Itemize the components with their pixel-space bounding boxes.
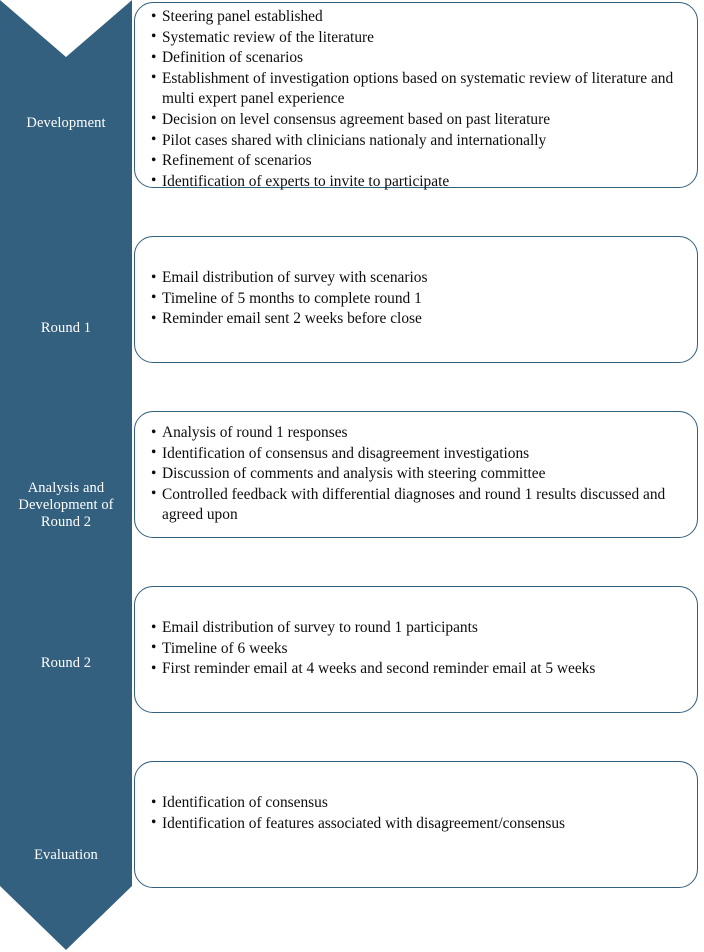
list-item: • Steering panel established xyxy=(151,7,683,28)
bullet-glyph-icon: • xyxy=(151,131,157,149)
list-item: • Email distribution of survey with scena… xyxy=(151,268,683,289)
list-item: • Analysis of round 1 responses xyxy=(151,423,683,444)
list-item: • Systematic review of the literature xyxy=(151,28,683,49)
bullet-glyph-icon: • xyxy=(151,289,157,307)
list-item: • Discussion of comments and analysis wit… xyxy=(151,464,683,485)
list-item-text: Identification of features associated wi… xyxy=(162,814,566,832)
bullet-glyph-icon: • xyxy=(151,28,157,46)
list-item-text: Email distribution of survey with scenar… xyxy=(162,269,428,286)
bullet-glyph-icon: • xyxy=(151,639,157,657)
bullet-glyph-icon: • xyxy=(151,268,157,286)
bullet-glyph-icon: • xyxy=(151,444,157,462)
list-item: • Reminder email sent 2 weeks before clos… xyxy=(151,309,683,330)
list-item: • Identification of experts to invite to … xyxy=(151,172,683,193)
list-item-text: Identification of consensus and disagree… xyxy=(162,444,530,462)
list-item: • Controlled feedback with differential d… xyxy=(151,485,683,526)
bullet-list-development: • Steering panel established • Systematic … xyxy=(151,7,683,192)
chevron-arrow-round-2 xyxy=(0,525,132,772)
list-item-text: First reminder email at 4 weeks and seco… xyxy=(162,660,596,678)
list-item-text: Email distribution of survey to round 1 … xyxy=(162,619,478,636)
bullet-glyph-icon: • xyxy=(151,151,157,169)
list-item-text: Controlled feedback with differential di… xyxy=(162,485,666,524)
list-item: • Timeline of 5 months to complete round … xyxy=(151,289,683,310)
stage-content-box-evaluation: • Identification of consensus • Identifica… xyxy=(134,761,698,888)
list-item: • Email distribution of survey to round 1… xyxy=(151,618,683,639)
stage-content-box-round-2: • Email distribution of survey to round 1… xyxy=(134,586,698,713)
chevron-arrow-analysis-and-development-of-round-2 xyxy=(0,350,132,597)
bullet-list-analysis-and-development-of-round-2: • Analysis of round 1 responses • Identifi… xyxy=(151,423,683,526)
list-item: • Establishment of investigation options … xyxy=(151,69,683,110)
bullet-glyph-icon: • xyxy=(151,618,157,636)
bullet-glyph-icon: • xyxy=(151,110,157,128)
list-item-text: Systematic review of the literature xyxy=(162,28,374,46)
list-item: • First reminder email at 4 weeks and sec… xyxy=(151,659,683,680)
list-item-text: Timeline of 5 months to complete round 1 xyxy=(162,289,422,307)
list-item-text: Discussion of comments and analysis with… xyxy=(162,465,546,483)
list-item-text: Definition of scenarios xyxy=(162,49,304,67)
list-item-text: Timeline of 6 weeks xyxy=(162,639,288,657)
stage-content-box-analysis-and-development-of-round-2: • Analysis of round 1 responses • Identifi… xyxy=(134,411,698,538)
list-item-text: Identification of consensus xyxy=(162,794,328,811)
list-item-text: Refinement of scenarios xyxy=(162,152,312,170)
bullet-list-round-2: • Email distribution of survey to round 1… xyxy=(151,618,683,680)
bullet-glyph-icon: • xyxy=(151,172,157,190)
chevron-arrow-evaluation xyxy=(0,700,132,950)
list-item: • Identification of consensus xyxy=(151,793,683,814)
bullet-glyph-icon: • xyxy=(151,423,157,441)
bullet-glyph-icon: • xyxy=(151,7,157,25)
list-item-text: Decision on level consensus agreement ba… xyxy=(162,110,551,128)
bullet-list-evaluation: • Identification of consensus • Identifica… xyxy=(151,793,683,834)
bullet-glyph-icon: • xyxy=(151,309,157,327)
list-item: • Timeline of 6 weeks xyxy=(151,639,683,660)
list-item-text: Identification of experts to invite to p… xyxy=(162,172,450,190)
list-item-text: Reminder email sent 2 weeks before close xyxy=(162,310,422,328)
list-item-text: Steering panel established xyxy=(162,8,323,25)
bullet-glyph-icon: • xyxy=(151,48,157,66)
stage-content-box-development: • Steering panel established • Systematic … xyxy=(134,2,698,190)
stage-content-box-round-1: • Email distribution of survey with scena… xyxy=(134,236,698,363)
list-item: • Definition of scenarios xyxy=(151,48,683,69)
bullet-glyph-icon: • xyxy=(151,485,157,503)
list-item: • Refinement of scenarios xyxy=(151,151,683,172)
bullet-list-round-1: • Email distribution of survey with scena… xyxy=(151,268,683,330)
list-item: • Identification of features associated w… xyxy=(151,814,683,835)
list-item-text: Establishment of investigation options b… xyxy=(162,69,674,108)
bullet-glyph-icon: • xyxy=(151,659,157,677)
bullet-glyph-icon: • xyxy=(151,814,157,832)
list-item: • Decision on level consensus agreement b… xyxy=(151,110,683,131)
chevron-arrow-round-1 xyxy=(0,175,132,422)
list-item: • Identification of consensus and disagre… xyxy=(151,444,683,465)
bullet-glyph-icon: • xyxy=(151,464,157,482)
chevron-arrow-development xyxy=(0,0,132,247)
bullet-glyph-icon: • xyxy=(151,793,157,811)
list-item: • Pilot cases shared with clinicians nati… xyxy=(151,131,683,152)
list-item-text: Analysis of round 1 responses xyxy=(162,424,348,441)
list-item-text: Pilot cases shared with clinicians natio… xyxy=(162,131,547,149)
bullet-glyph-icon: • xyxy=(151,69,157,87)
